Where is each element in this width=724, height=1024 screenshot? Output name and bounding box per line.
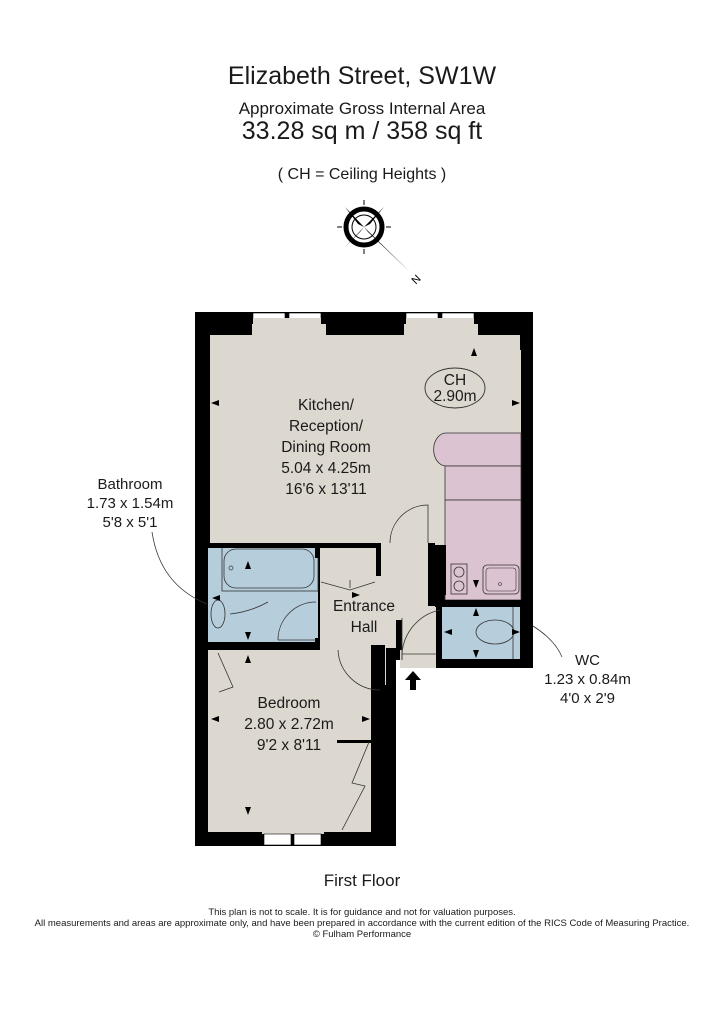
sink-icon [482, 564, 520, 595]
property-title: Elizabeth Street, SW1W [227, 62, 497, 90]
hob-icon [450, 563, 468, 595]
wc-leader-line [532, 625, 563, 658]
kitchen-units [433, 432, 522, 601]
bathroom-label: Bathroom [97, 476, 163, 493]
wc-floor [442, 606, 520, 659]
dimension-markers [211, 348, 520, 815]
kitchen-label-1: Kitchen/ [298, 397, 355, 414]
ceiling-height-label: CH [444, 372, 466, 389]
bedroom-label: Bedroom [258, 695, 321, 712]
ceiling-height-value: 2.90m [433, 388, 476, 405]
kitchen-dimensions-imperial: 16'6 x 13'11 [285, 481, 366, 498]
bathroom-leader-line [151, 531, 208, 605]
hall-label-1: Entrance [333, 598, 395, 615]
entrance-arrow-icon [405, 671, 421, 690]
wc-callout: WC 1.23 x 0.84m 4'0 x 2'9 [530, 651, 645, 708]
bath-icon [223, 548, 315, 589]
entrance-hall-floor [320, 543, 436, 685]
bathroom-dimensions-metric: 1.73 x 1.54m [86, 495, 174, 512]
kitchen-dimensions-metric: 5.04 x 4.25m [281, 460, 371, 477]
internal-walls [205, 543, 522, 835]
bedroom-dimensions-imperial: 9'2 x 8'11 [257, 737, 321, 754]
kitchen-label-3: Dining Room [281, 439, 371, 456]
area-subtitle: Approximate Gross Internal Area [238, 99, 486, 118]
gross-internal-area: 33.28 sq m / 358 sq ft [241, 117, 483, 145]
floor-label: First Floor [323, 871, 401, 890]
ceiling-height-legend: ( CH = Ceiling Heights ) [277, 166, 447, 183]
door-swings [217, 504, 441, 831]
kitchen-label-2: Reception/ [289, 418, 364, 435]
bathroom-dimensions-imperial: 5'8 x 5'1 [102, 514, 158, 531]
bedroom-dimensions-metric: 2.80 x 2.72m [244, 716, 334, 733]
bedroom-floor [208, 650, 371, 832]
wc-dimensions-metric: 1.23 x 0.84m [544, 671, 631, 688]
compass-rose-icon: N [337, 200, 424, 287]
wc-dimensions-imperial: 4'0 x 2'9 [560, 690, 615, 707]
disclaimer-line-1: This plan is not to scale. It is for gui… [208, 907, 516, 918]
wc-label: WC [575, 652, 600, 669]
hall-label-2: Hall [351, 619, 378, 636]
ceiling-height-badge [424, 367, 486, 409]
disclaimer-line-2: All measurements and areas are approxima… [34, 918, 690, 929]
bathroom-callout: Bathroom 1.73 x 1.54m 5'8 x 5'1 [75, 475, 185, 532]
north-label: N [409, 273, 423, 287]
copyright: © Fulham Performance [312, 929, 412, 940]
